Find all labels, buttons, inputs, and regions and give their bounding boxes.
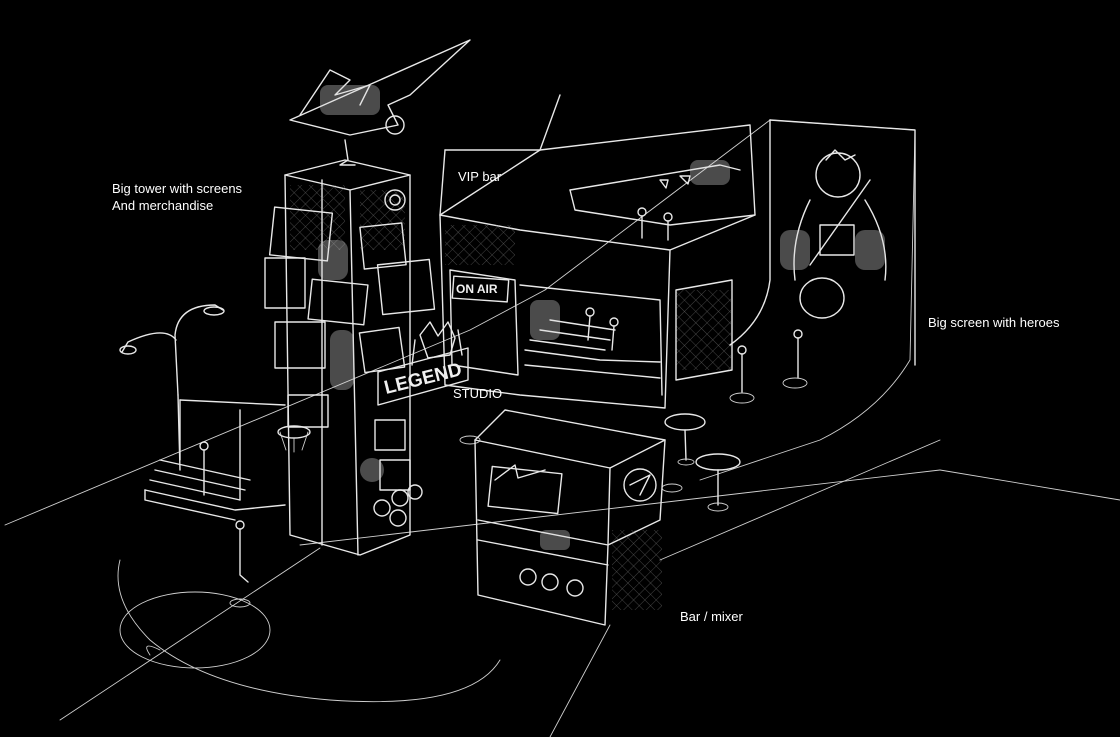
on-air-sign-text: ON AIR	[456, 282, 498, 296]
label-heroes: Big screen with heroes	[928, 315, 1060, 330]
visitor-figures	[199, 441, 251, 608]
label-studio: STUDIO	[453, 386, 503, 401]
studio-block: ON AIR	[439, 94, 756, 409]
left-stairs	[144, 399, 286, 521]
street-lamp	[119, 304, 225, 471]
label-bar: Bar / mixer	[680, 609, 743, 624]
round-tables	[459, 413, 741, 512]
label-tower-line1: Big tower with screens	[112, 181, 243, 196]
label-tower-line2: And merchandise	[112, 198, 214, 213]
label-vip: VIP bar	[458, 169, 502, 184]
floor-plan	[4, 119, 1120, 737]
hero-screen	[729, 119, 916, 404]
merch-tower	[264, 159, 436, 556]
bar-mixer	[474, 409, 666, 626]
label-tower: Big tower with screens And merchandise	[112, 180, 242, 214]
lightning-sign	[289, 39, 471, 166]
